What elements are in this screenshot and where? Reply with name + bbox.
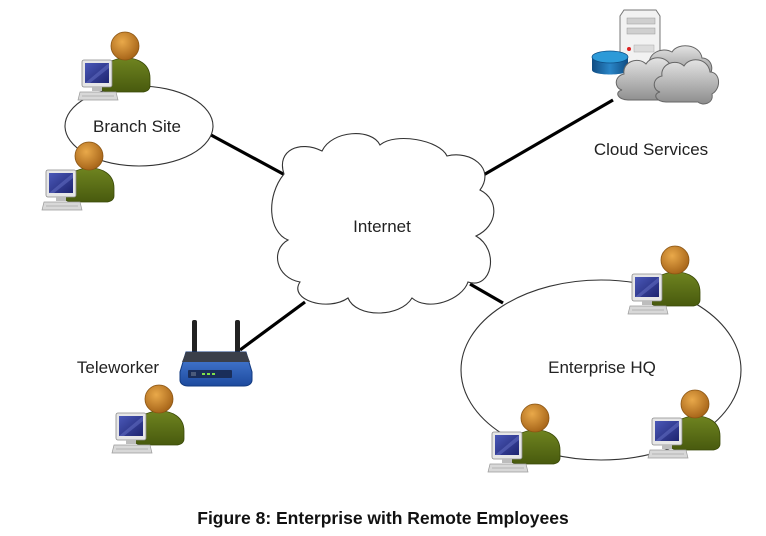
figure-caption: Figure 8: Enterprise with Remote Employe… — [197, 508, 569, 528]
link-hq-to-internet — [469, 282, 504, 305]
wireless-router-icon — [179, 320, 253, 387]
link-teleworker-to-internet — [239, 300, 306, 352]
cloud-services-icon — [591, 9, 719, 105]
teleworker-user-icon — [111, 384, 185, 454]
branch-user-icon-1 — [77, 31, 151, 101]
enterprise-hq-label: Enterprise HQ — [548, 358, 656, 377]
branch-site-label: Branch Site — [93, 117, 181, 136]
link-branch-to-internet — [210, 133, 286, 177]
teleworker-label: Teleworker — [77, 358, 160, 377]
internet-cloud-shape — [271, 133, 495, 314]
cloud-services-label: Cloud Services — [594, 140, 708, 159]
internet-label: Internet — [353, 217, 411, 236]
link-cloud-to-internet — [479, 98, 614, 179]
